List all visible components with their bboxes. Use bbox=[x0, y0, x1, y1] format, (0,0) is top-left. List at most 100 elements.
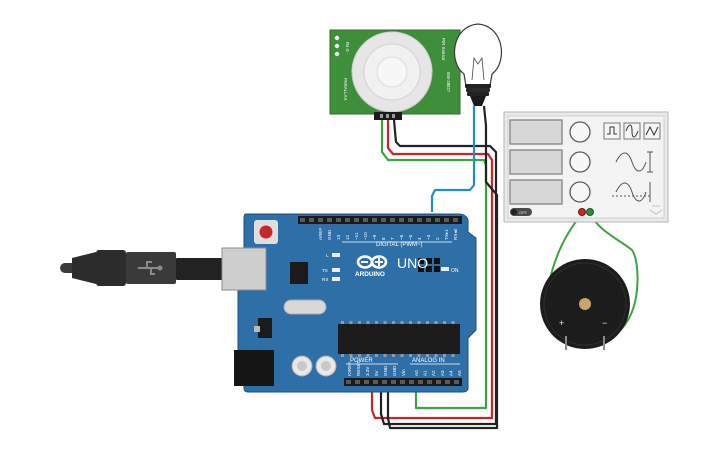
analog-pin-label: A0 bbox=[414, 370, 419, 376]
digital-header-label: DIGITAL (PWM~) bbox=[376, 242, 423, 248]
header-hole[interactable] bbox=[373, 380, 378, 384]
header-hole[interactable] bbox=[454, 380, 459, 384]
light-bulb[interactable] bbox=[453, 23, 503, 106]
header-hole[interactable] bbox=[435, 218, 440, 222]
regulator-chip bbox=[258, 318, 272, 338]
board-leds bbox=[332, 253, 449, 281]
power-analog-header[interactable] bbox=[344, 378, 462, 386]
header-hole[interactable] bbox=[453, 218, 458, 222]
wire-red-pir-to-5v[interactable] bbox=[370, 120, 494, 420]
piezo-buzzer[interactable]: + − bbox=[540, 259, 630, 350]
header-hole[interactable] bbox=[408, 218, 413, 222]
function-generator[interactable]: OFF bbox=[503, 111, 669, 223]
header-hole[interactable] bbox=[444, 218, 449, 222]
pir-sensor[interactable]: Ra G - PARALLAX PIR Sensor 555-28027 bbox=[329, 29, 461, 120]
digital-pin-label: ~10 bbox=[363, 232, 368, 240]
wire-blue-bulb-to-pin5[interactable] bbox=[430, 106, 476, 212]
analog-pin-label: A3 bbox=[440, 370, 445, 376]
analog-pin-label: A4 bbox=[448, 370, 453, 376]
piezo-minus-label: − bbox=[602, 318, 607, 328]
frequency-knob[interactable] bbox=[569, 121, 591, 143]
power-pin-label: RESET bbox=[356, 360, 361, 376]
header-hole[interactable] bbox=[409, 380, 414, 384]
output-terminal-positive[interactable] bbox=[578, 208, 586, 216]
digital-pin-label: ~5 bbox=[408, 234, 413, 240]
analog-header-label: ANALOG IN bbox=[412, 358, 445, 364]
header-hole[interactable] bbox=[381, 218, 386, 222]
header-hole[interactable] bbox=[355, 380, 360, 384]
header-hole[interactable] bbox=[390, 218, 395, 222]
offset-knob[interactable] bbox=[569, 181, 591, 203]
wire-black-bulb-to-gnd[interactable] bbox=[386, 105, 499, 430]
header-hole[interactable] bbox=[382, 380, 387, 384]
generator-knobs[interactable] bbox=[569, 121, 591, 203]
piezo-center bbox=[579, 298, 591, 310]
crystal bbox=[283, 299, 327, 315]
usb-controller-chip bbox=[290, 262, 308, 284]
header-hole[interactable] bbox=[417, 218, 422, 222]
header-hole[interactable] bbox=[336, 218, 341, 222]
header-hole[interactable] bbox=[345, 218, 350, 222]
wire-black-pir-to-gnd[interactable] bbox=[379, 119, 498, 426]
power-pin-label: GND bbox=[383, 365, 388, 376]
board-model-label: UNO bbox=[397, 255, 428, 271]
led-label-tx: TX bbox=[322, 268, 328, 273]
digital-pin-label: 8 bbox=[381, 237, 386, 240]
power-header-label: POWER bbox=[350, 358, 373, 364]
pir-part-number: 555-28027 bbox=[446, 72, 451, 93]
output-terminal-negative[interactable] bbox=[586, 208, 594, 216]
generator-logo-icon bbox=[649, 205, 663, 215]
analog-pin-label: A1 bbox=[423, 370, 428, 376]
pir-jumper bbox=[334, 35, 340, 57]
header-hole[interactable] bbox=[418, 380, 423, 384]
power-pin-label: 5V bbox=[374, 369, 379, 376]
pir-brand-label: PARALLAX bbox=[343, 78, 348, 100]
power-jack bbox=[234, 350, 274, 386]
led-label-rx: RX bbox=[322, 277, 328, 282]
header-hole[interactable] bbox=[427, 380, 432, 384]
amplitude-knob[interactable] bbox=[569, 151, 591, 173]
power-pin-label: 3.3V bbox=[365, 366, 370, 376]
digital-pin-label: 13 bbox=[336, 234, 341, 240]
digital-pin-label: AREF bbox=[318, 228, 323, 240]
header-hole[interactable] bbox=[400, 380, 405, 384]
header-hole[interactable] bbox=[445, 380, 450, 384]
pir-pin-labels: Ra G - bbox=[345, 42, 350, 55]
arduino-logo-text: ARDUINO bbox=[355, 271, 385, 278]
digital-pin-label: 12 bbox=[345, 234, 350, 240]
usb-icon bbox=[138, 261, 163, 275]
header-hole[interactable] bbox=[399, 218, 404, 222]
digital-header[interactable] bbox=[298, 216, 462, 224]
header-hole[interactable] bbox=[436, 380, 441, 384]
header-hole[interactable] bbox=[318, 218, 323, 222]
digital-pin-label: RX◂0 bbox=[453, 228, 458, 240]
piezo-plus-label: + bbox=[559, 318, 564, 328]
power-pin-label: GND bbox=[392, 365, 397, 376]
digital-pin-label: 7 bbox=[390, 237, 395, 240]
pir-title-label: PIR Sensor bbox=[441, 38, 446, 61]
power-switch-label: OFF bbox=[519, 210, 528, 215]
header-hole[interactable] bbox=[391, 380, 396, 384]
header-hole[interactable] bbox=[426, 218, 431, 222]
waveform-buttons[interactable] bbox=[603, 122, 661, 140]
digital-pin-label: TX▸1 bbox=[444, 229, 449, 240]
digital-pin-label: ~6 bbox=[399, 234, 404, 240]
usb-jack bbox=[221, 247, 267, 291]
header-hole[interactable] bbox=[327, 218, 332, 222]
header-hole[interactable] bbox=[363, 218, 368, 222]
reset-button[interactable] bbox=[259, 225, 273, 239]
digital-pin-label: 4 bbox=[417, 237, 422, 240]
digital-pin-label: ~3 bbox=[426, 234, 431, 240]
header-hole[interactable] bbox=[346, 380, 351, 384]
arduino-logo-icon bbox=[356, 255, 388, 269]
square-wave-button[interactable] bbox=[603, 122, 621, 140]
header-hole[interactable] bbox=[300, 218, 305, 222]
digital-pin-label: ~11 bbox=[354, 232, 359, 240]
header-hole[interactable] bbox=[354, 218, 359, 222]
icsp-header bbox=[418, 258, 440, 272]
header-hole[interactable] bbox=[372, 218, 377, 222]
header-hole[interactable] bbox=[309, 218, 314, 222]
header-hole[interactable] bbox=[364, 380, 369, 384]
